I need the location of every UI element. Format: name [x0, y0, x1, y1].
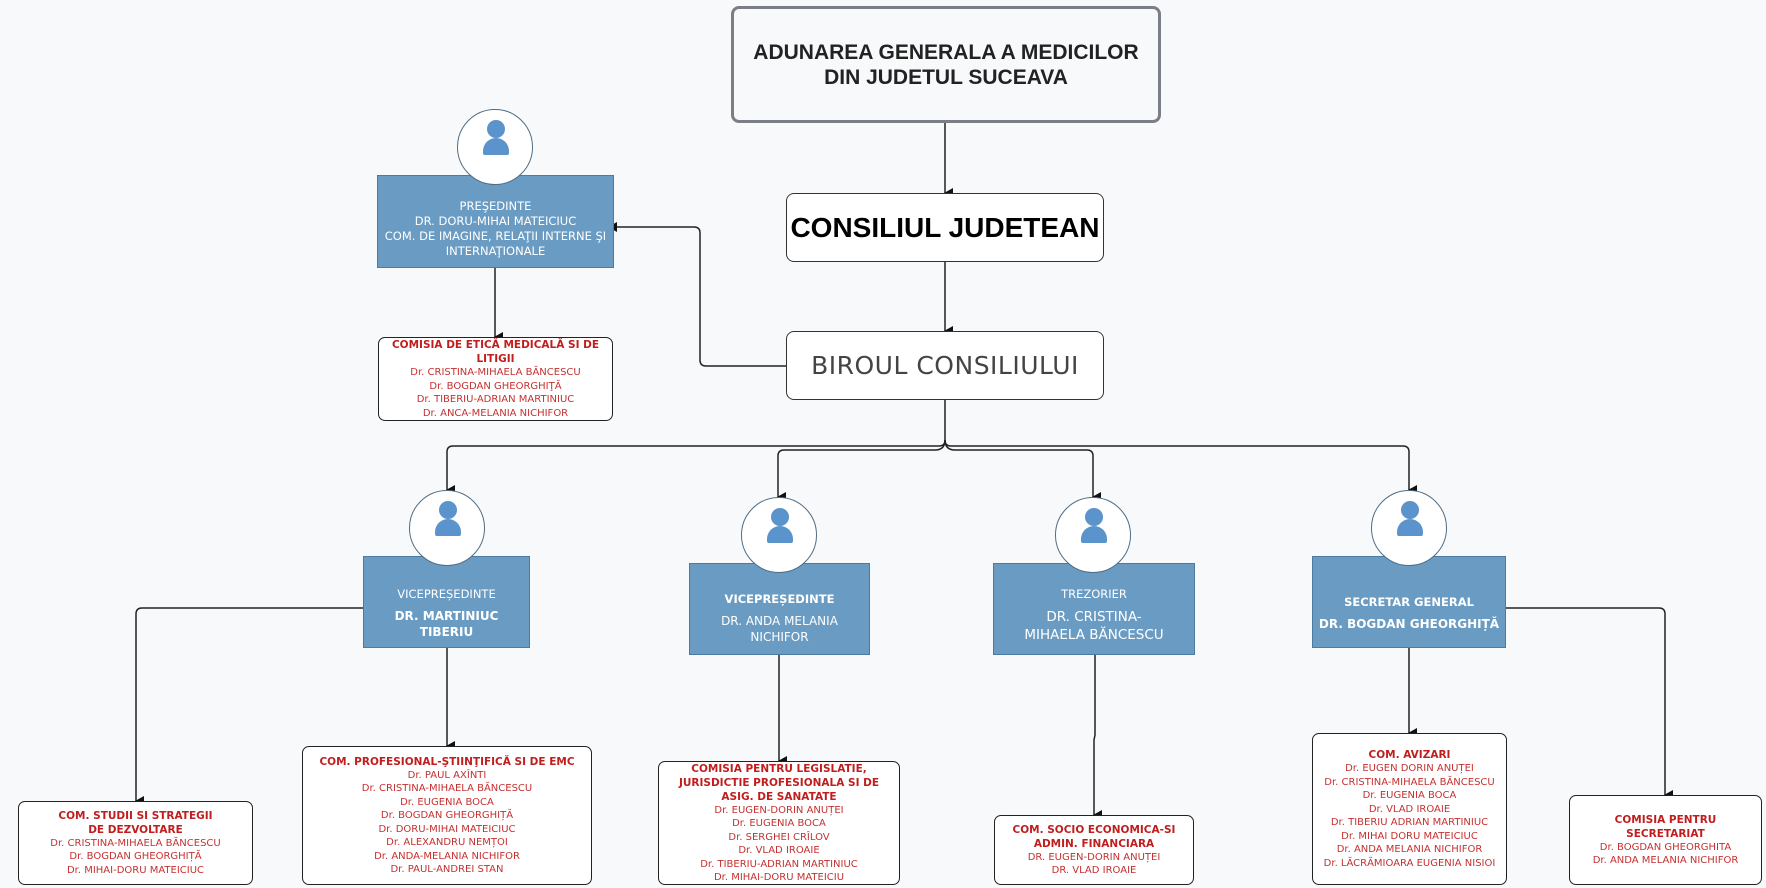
- county-council-box[interactable]: CONSILIUL JUDETEAN: [786, 193, 1104, 262]
- officer-role: VICEPREȘEDINTE: [724, 591, 835, 606]
- committee-member: Dr. EUGENIA BOCA: [732, 818, 826, 829]
- president-extra-1: COM. DE IMAGINE, RELAŢII INTERNE ŞI: [384, 228, 607, 243]
- committee-member: Dr. BOGDAN GHEORGHIȚĂ: [380, 810, 514, 821]
- person-icon: [457, 109, 533, 185]
- committee-member: Dr. TIBERIU-ADRIAN MARTINIUC: [416, 394, 575, 405]
- vicepresident-2-box[interactable]: VICEPREȘEDINTE DR. ANDA MELANIA NICHIFOR: [689, 563, 870, 655]
- committee-member: Dr. CRISTINA-MIHAELA BĂNCESCU: [50, 837, 221, 849]
- committee-ethics-box[interactable]: COMISIA DE ETICĂ MEDICALĂ SI DE LITIGII …: [378, 337, 613, 421]
- committee-member: Dr. ANCA-MELANIA NICHIFOR: [422, 407, 569, 419]
- committee-member: Dr. PAUL AXÎNTI: [407, 769, 487, 781]
- treasurer-box[interactable]: TREZORIER DR. CRISTINA-MIHAELA BĂNCESCU: [993, 563, 1195, 655]
- officer-name: DR. ANDA MELANIA NICHIFOR: [721, 613, 838, 644]
- person-icon: [409, 490, 485, 566]
- committee-member: Dr. ANDA-MELANIA NICHIFOR: [374, 850, 520, 862]
- committee-member: Dr. EUGEN DORIN ANUȚEI: [1345, 763, 1474, 774]
- committee-member: Dr. MIHAI-DORU MATEICIU: [713, 872, 845, 883]
- committee-member: Dr. CRISTINA-MIHAELA BĂNCESCU: [410, 367, 581, 378]
- committee-member: Dr. BOGDAN GHEORGHITA: [1599, 841, 1732, 853]
- person-icon: [741, 497, 817, 573]
- committee-member: Dr. EUGEN-DORIN ANUȚEI: [714, 804, 844, 816]
- committee-member: Dr. EUGENIA BOCA: [1362, 790, 1457, 801]
- vicepresident-1-box[interactable]: VICEPREȘEDINTE DR. MARTINIUC TIBERIU: [363, 556, 530, 648]
- committee-member: Dr. CRISTINA-MIHAELA BĂNCESCU: [1324, 776, 1495, 788]
- committee-member: Dr. TIBERIU ADRIAN MARTINIUC: [1330, 817, 1489, 828]
- officer-name: DR. BOGDAN GHEORGHIȚĂ: [1318, 616, 1500, 631]
- general-assembly-line2: DIN JUDETUL SUCEAVA: [824, 65, 1068, 89]
- connector-treasurer-to-socio: [1093, 655, 1102, 820]
- connector-bureau-to-treasurer: [944, 439, 1101, 502]
- committee-member: Dr. BOGDAN GHEORGHIŢĂ: [429, 380, 562, 392]
- officer-role: SECRETAR GENERAL: [1344, 594, 1474, 609]
- president-role: PREŞEDINTE: [459, 198, 532, 213]
- committee-approvals-box[interactable]: COM. AVIZARI Dr. EUGEN DORIN ANUȚEI Dr. …: [1312, 733, 1507, 885]
- committee-member: Dr. EUGENIA BOCA: [400, 796, 494, 808]
- officer-role: VICEPREȘEDINTE: [397, 586, 496, 601]
- general-assembly-box[interactable]: ADUNAREA GENERALA A MEDICILOR DIN JUDETU…: [731, 6, 1161, 123]
- committee-title: COM. PROFESIONAL-ŞTIINŢIFICĂ SI DE EMC: [319, 755, 575, 768]
- committee-socio-economic-box[interactable]: COM. SOCIO ECONOMICA-SI ADMIN. FINANCIAR…: [994, 815, 1194, 885]
- county-council-label: CONSILIUL JUDETEAN: [790, 211, 1100, 243]
- committee-member: DR. VLAD IROAIE: [1051, 865, 1137, 876]
- committee-member: Dr. ANDA MELANIA NICHIFOR: [1336, 844, 1483, 855]
- committee-title: COMISIA PENTRU LEGISLATIE, JURISDICTIE P…: [678, 762, 880, 803]
- committee-member: Dr. PAUL-ANDREI STAN: [390, 864, 504, 875]
- connector-bureau-to-secretary: [944, 439, 1417, 495]
- committee-member: Dr. LĂCRĂMIOARA EUGENIA NISIOI: [1323, 857, 1496, 869]
- committee-member: Dr. CRISTINA-MIHAELA BĂNCESCU: [361, 783, 533, 794]
- council-bureau-box[interactable]: BIROUL CONSILIULUI: [786, 331, 1104, 400]
- committee-member: Dr. ALEXANDRU NEMȚOI: [386, 837, 508, 848]
- committee-legislation-box[interactable]: COMISIA PENTRU LEGISLATIE, JURISDICTIE P…: [658, 761, 900, 885]
- committee-member: DR. EUGEN-DORIN ANUȚEI: [1027, 851, 1161, 863]
- connector-bureau-to-president: [608, 222, 786, 367]
- secretary-general-box[interactable]: SECRETAR GENERAL DR. BOGDAN GHEORGHIȚĂ: [1312, 556, 1506, 648]
- officer-name: DR. CRISTINA-MIHAELA BĂNCESCU: [1024, 608, 1164, 643]
- officer-role: TREZORIER: [1061, 586, 1127, 601]
- committee-member: Dr. ANDA MELANIA NICHIFOR: [1592, 855, 1739, 866]
- committee-professional-box[interactable]: COM. PROFESIONAL-ŞTIINŢIFICĂ SI DE EMC D…: [302, 746, 592, 885]
- committee-member: Dr. TIBERIU-ADRIAN MARTINIUC: [700, 858, 858, 870]
- committee-title: COM. SOCIO ECONOMICA-SI ADMIN. FINANCIAR…: [1012, 823, 1176, 850]
- committee-secretariat-box[interactable]: COMISIA PENTRU SECRETARIAT Dr. BOGDAN GH…: [1569, 795, 1762, 885]
- committee-member: Dr. MIHAI-DORU MATEICIUC: [66, 864, 205, 876]
- committee-member: Dr. SERGHEI CRÎLOV: [728, 831, 830, 843]
- committee-member: Dr. VLAD IROAIE: [1368, 803, 1451, 815]
- committee-title: COMISIA PENTRU SECRETARIAT: [1614, 813, 1717, 840]
- committee-member: Dr. VLAD IROAIE: [738, 845, 820, 856]
- committee-member: Dr. BOGDAN GHEORGHIȚĂ: [69, 851, 202, 863]
- general-assembly-line1: ADUNAREA GENERALA A MEDICILOR: [753, 40, 1139, 64]
- committee-member: Dr. MIHAI DORU MATEICIUC: [1341, 830, 1478, 842]
- committee-studies-box[interactable]: COM. STUDII SI STRATEGII DE DEZVOLTARE D…: [18, 801, 253, 885]
- committee-member: Dr. DORU-MIHAI MATEICIUC: [378, 823, 516, 835]
- person-icon: [1371, 490, 1447, 566]
- council-bureau-label: BIROUL CONSILIULUI: [811, 351, 1079, 380]
- officer-name: DR. MARTINIUC TIBERIU: [394, 608, 499, 639]
- connector-secretary-to-secretariat: [1506, 607, 1673, 800]
- president-name: DR. DORU-MIHAI MATEICIUC: [414, 213, 577, 228]
- connector-bureau-to-vp2: [777, 439, 946, 502]
- committee-title: COM. AVIZARI: [1368, 749, 1451, 761]
- president-box[interactable]: PREŞEDINTE DR. DORU-MIHAI MATEICIUC COM.…: [377, 175, 614, 268]
- committee-ethics-title: COMISIA DE ETICĂ MEDICALĂ SI DE LITIGII: [391, 339, 600, 365]
- committee-title: COM. STUDII SI STRATEGII DE DEZVOLTARE: [58, 809, 213, 836]
- person-icon: [1055, 497, 1131, 573]
- president-extra-2: INTERNAŢIONALE: [445, 243, 546, 258]
